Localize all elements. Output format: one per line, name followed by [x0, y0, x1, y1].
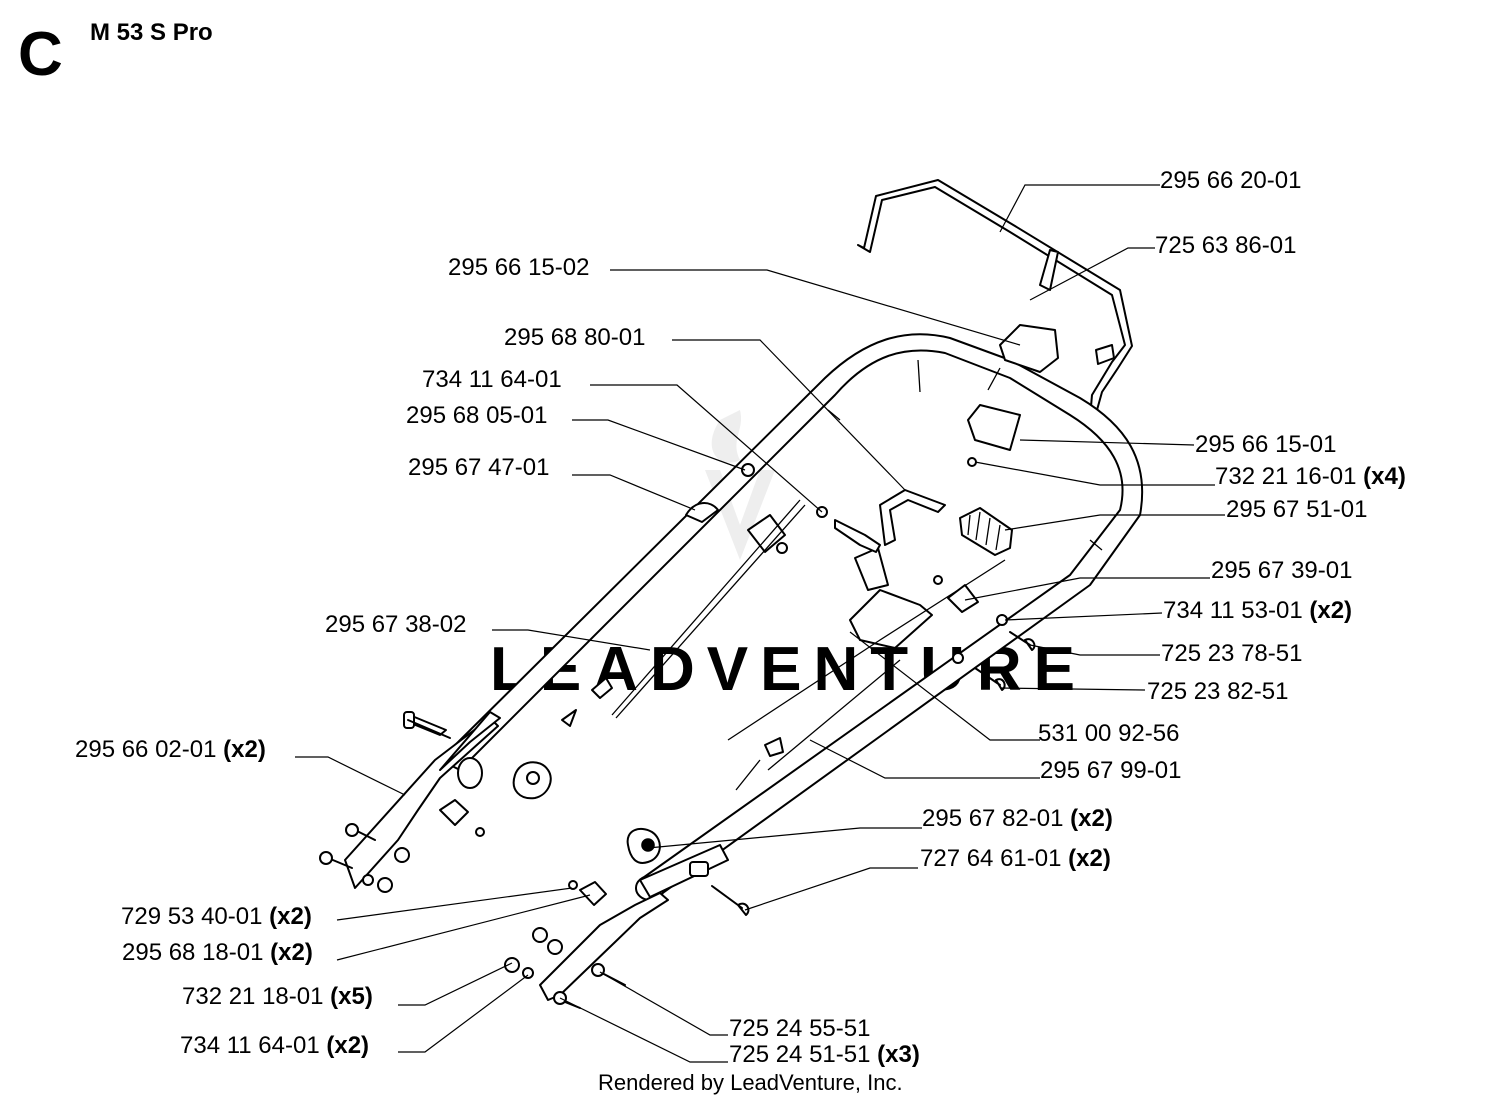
callout-295-67-99-01: 295 67 99-01 — [1040, 757, 1181, 784]
callout-295-67-38-02: 295 67 38-02 — [325, 611, 466, 638]
left-lower-bracket — [344, 711, 501, 889]
callout-734-11-53-01: 734 11 53-01 (x2) — [1163, 597, 1352, 624]
knob-left — [512, 761, 552, 800]
callout-725-24-55-51: 725 24 55-51 — [729, 1015, 870, 1042]
callout-295-67-39-01: 295 67 39-01 — [1211, 557, 1352, 584]
footer-credit: Rendered by LeadVenture, Inc. — [598, 1070, 903, 1095]
callout-732-21-16-01: 732 21 16-01 (x4) — [1215, 463, 1406, 490]
cover-upper — [999, 249, 1059, 373]
callout-729-53-40-01: 729 53 40-01 (x2) — [121, 903, 312, 930]
callout-725-24-51-51: 725 24 51-51 (x3) — [729, 1041, 920, 1068]
cables — [561, 559, 1006, 791]
callout-295-66-15-01: 295 66 15-01 — [1195, 431, 1336, 458]
right-lower-bracket — [539, 844, 729, 1001]
bail-bar — [857, 179, 1133, 419]
callout-295-67-47-01: 295 67 47-01 — [408, 454, 549, 481]
leader-lines — [295, 184, 1225, 1063]
grip — [959, 507, 1013, 556]
cover-lower — [967, 404, 1021, 467]
callout-734-11-64-01: 734 11 64-01 — [422, 366, 562, 393]
callout-725-23-82-51: 725 23 82-51 — [1147, 678, 1288, 705]
callout-295-68-80-01: 295 68 80-01 — [504, 324, 645, 351]
callout-727-64-61-01: 727 64 61-01 (x2) — [920, 845, 1111, 872]
callout-734-11-64-01-x2: 734 11 64-01 (x2) — [180, 1032, 369, 1059]
throttle-lever — [834, 489, 946, 649]
callout-295-66-15-02: 295 66 15-02 — [448, 254, 589, 281]
callout-732-21-18-01: 732 21 18-01 (x5) — [182, 983, 373, 1010]
callout-295-67-82-01: 295 67 82-01 (x2) — [922, 805, 1113, 832]
section-letter: C — [18, 20, 63, 89]
callout-295-68-18-01: 295 68 18-01 (x2) — [122, 939, 313, 966]
right-clamp — [933, 575, 1036, 691]
callout-295-68-05-01: 295 68 05-01 — [406, 402, 547, 429]
upper-left-clamp — [611, 463, 828, 719]
callout-295-67-51-01: 295 67 51-01 — [1226, 496, 1367, 523]
handle-assembly-drawing — [319, 179, 1144, 1009]
leadventure-watermark: LEADVENTURE — [490, 410, 1075, 704]
callout-295-66-20-01: 295 66 20-01 — [1160, 167, 1301, 194]
model-title: M 53 S Pro — [90, 19, 213, 46]
callout-725-63-86-01: 725 63 86-01 — [1155, 232, 1296, 259]
cable-clips — [439, 799, 607, 906]
knob-right — [626, 827, 661, 864]
callout-295-66-02-01: 295 66 02-01 (x2) — [75, 736, 266, 763]
callout-labels: 295 66 20-01 725 63 86-01 295 66 15-02 2… — [75, 167, 1406, 1068]
callout-531-00-92-56: 531 00 92-56 — [1038, 720, 1179, 747]
callout-725-23-78-51: 725 23 78-51 — [1161, 640, 1302, 667]
